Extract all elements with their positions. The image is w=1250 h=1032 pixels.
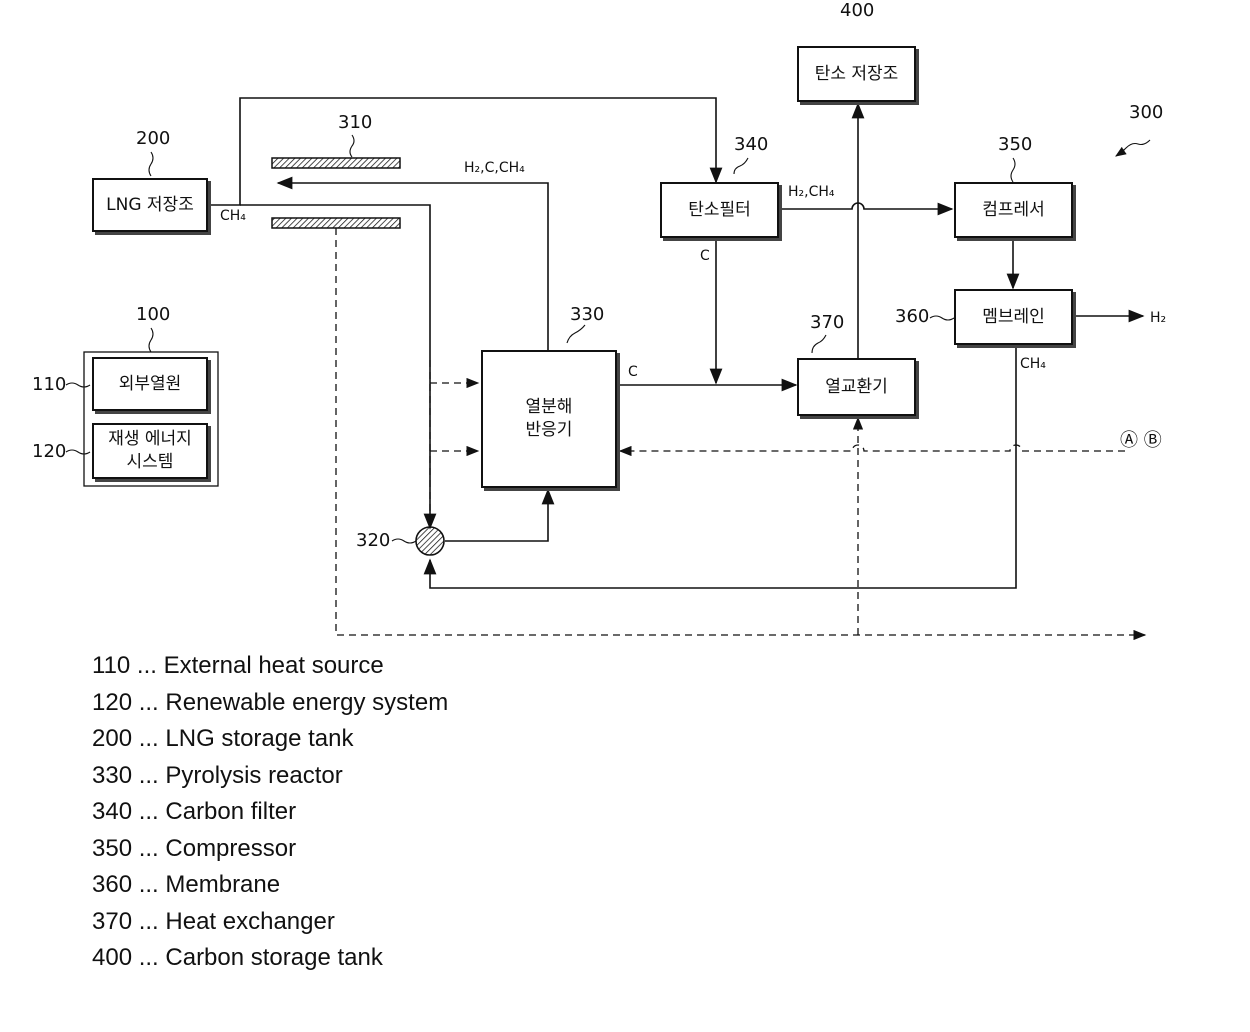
- ref-330: 330: [570, 304, 604, 325]
- leader-360: [930, 316, 954, 320]
- mixer-to-reactor: [445, 490, 548, 541]
- product-line: [278, 183, 548, 350]
- ref-320: 320: [356, 530, 390, 551]
- legend: 110 ... External heat source 120 ... Ren…: [92, 648, 448, 977]
- legend-item: 330 ... Pyrolysis reactor: [92, 758, 448, 795]
- preheater-bottom-wall: [272, 218, 400, 228]
- ref-200: 200: [136, 128, 170, 149]
- legend-item: 400 ... Carbon storage tank: [92, 940, 448, 977]
- carbon-filter-box: 탄소필터: [660, 182, 779, 238]
- compressor-box: 컴프레서: [954, 182, 1073, 238]
- legend-item: 110 ... External heat source: [92, 648, 448, 685]
- carbon-storage-tank-box: 탄소 저장조: [797, 46, 916, 102]
- flow-h2-ch4: H₂,CH₄: [788, 184, 835, 200]
- ref-110: 110: [32, 374, 66, 395]
- legend-item: 200 ... LNG storage tank: [92, 721, 448, 758]
- leader-200: [149, 152, 153, 176]
- leader-330: [567, 325, 585, 343]
- leader-310: [350, 135, 354, 157]
- legend-item: 350 ... Compressor: [92, 831, 448, 868]
- mixer-320: [416, 527, 444, 555]
- ref-300: 300: [1129, 102, 1163, 123]
- leader-320: [392, 539, 416, 543]
- ch4-feed-line: [208, 98, 716, 205]
- leader-120: [66, 450, 90, 454]
- leader-110: [66, 383, 90, 387]
- leader-300: [1116, 140, 1150, 156]
- flow-ch4-in: CH₄: [220, 208, 246, 224]
- ref-370: 370: [810, 312, 844, 333]
- ref-360: 360: [895, 306, 929, 327]
- ref-400: 400: [840, 0, 874, 21]
- heat-exchanger-box: 열교환기: [797, 358, 916, 416]
- legend-item: 370 ... Heat exchanger: [92, 904, 448, 941]
- renewable-energy-box: 재생 에너지 시스템: [92, 423, 208, 479]
- ref-100: 100: [136, 304, 170, 325]
- membrane-box: 멤브레인: [954, 289, 1073, 345]
- ref-120: 120: [32, 441, 66, 462]
- flow-c-reactor: C: [628, 364, 638, 380]
- ab-marker: Ⓐ Ⓑ: [1120, 426, 1162, 452]
- leader-350: [1011, 158, 1015, 182]
- ref-340: 340: [734, 134, 768, 155]
- leader-100: [149, 328, 153, 352]
- legend-item: 120 ... Renewable energy system: [92, 685, 448, 722]
- legend-item: 360 ... Membrane: [92, 867, 448, 904]
- leader-370: [812, 335, 826, 353]
- legend-item: 340 ... Carbon filter: [92, 794, 448, 831]
- flow-h2-c-ch4: H₂,C,CH₄: [464, 160, 525, 176]
- filter-to-compressor: [779, 203, 952, 209]
- flow-h2-out: H₂: [1150, 310, 1166, 326]
- lng-storage-tank-box: LNG 저장조: [92, 178, 208, 232]
- preheater-top-wall: [272, 158, 400, 168]
- heat-return-line: [620, 445, 1125, 451]
- external-heat-source-box: 외부열원: [92, 357, 208, 411]
- ch4-preheater-pass: [240, 205, 430, 528]
- ref-350: 350: [998, 134, 1032, 155]
- flow-ch4-recycle: CH₄: [1020, 356, 1046, 372]
- flow-c-filter: C: [700, 248, 710, 264]
- ref-310: 310: [338, 112, 372, 133]
- leader-340: [734, 158, 748, 174]
- pyrolysis-reactor-box: 열분해 반응기: [481, 350, 617, 488]
